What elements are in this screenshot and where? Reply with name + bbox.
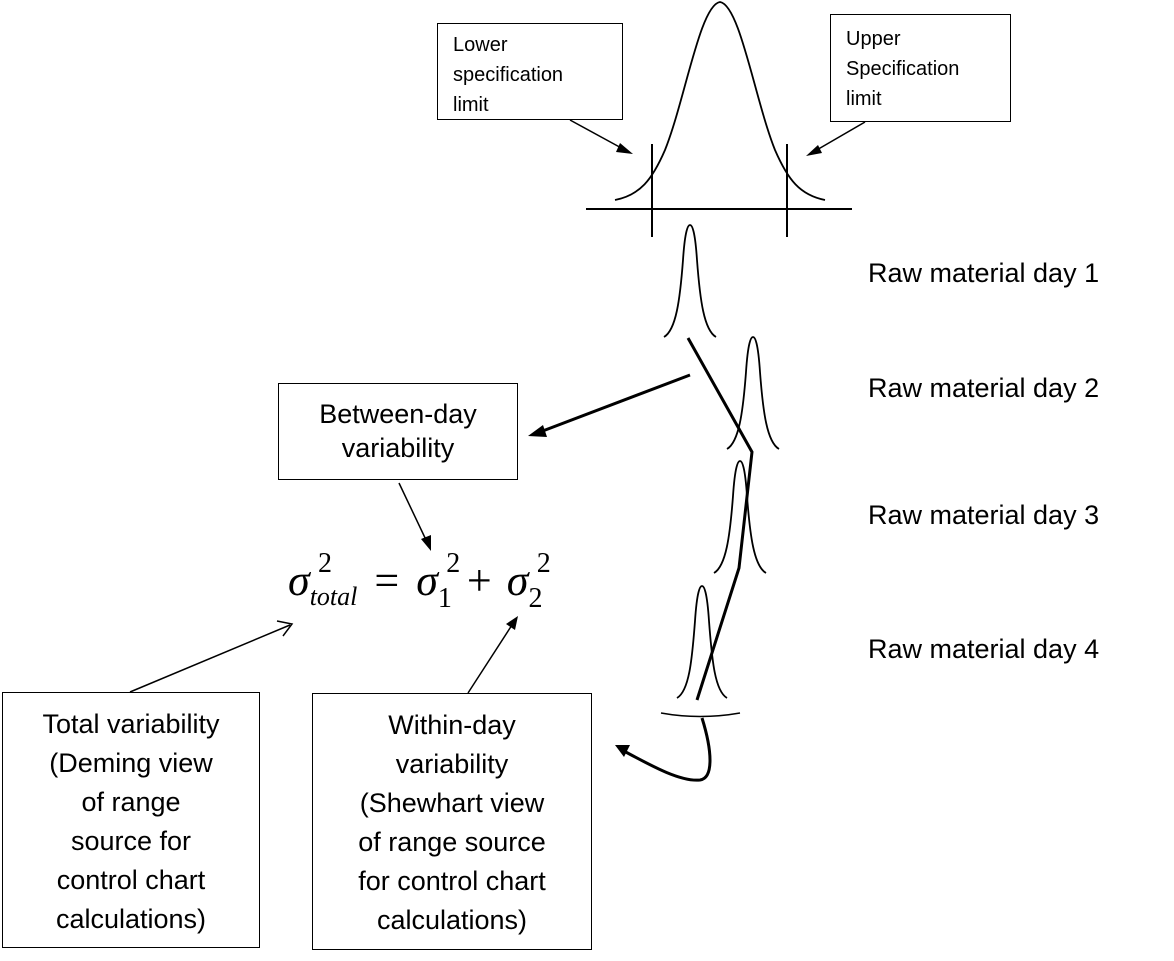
between-to-equation-arrow — [398, 482, 428, 543]
equals-sign: = — [374, 556, 400, 605]
between-day-variability-box: Between-day variability — [278, 383, 518, 480]
sigma-2-symbol: σ — [506, 556, 529, 605]
total-line-1: Total variability — [42, 709, 220, 739]
upper-spec-limit-box: Upper Specification limit — [830, 14, 1011, 122]
within-line-5: for control chart — [358, 866, 546, 896]
upper-spec-arrow — [814, 121, 866, 152]
sigma-1-subscript: 1 — [437, 583, 452, 614]
day-label-2: Raw material day 2 — [868, 373, 1100, 403]
total-line-4: source for — [70, 826, 192, 856]
within-line-1: Within-day — [388, 710, 516, 740]
upper-spec-arrowhead — [806, 145, 822, 156]
plus-sign: + — [466, 556, 492, 605]
within-line-6: calculations) — [376, 905, 528, 935]
between-day-line-2: variability — [341, 433, 455, 463]
lower-spec-arrow — [569, 119, 626, 151]
within-day-variability-box: Within-day variability (Shewhart view of… — [312, 693, 592, 950]
day-label-1: Raw material day 1 — [868, 258, 1100, 288]
total-line-3: of range — [81, 787, 181, 817]
within-line-3: (Shewhart view — [359, 788, 545, 818]
sigma-total-symbol: σ — [288, 556, 310, 605]
upper-spec-line-1: Upper — [846, 28, 901, 50]
total-line-2: (Deming view — [49, 748, 213, 778]
day4-distribution-curve — [676, 585, 728, 699]
lower-spec-limit-box: Lower specification limit — [437, 23, 623, 120]
total-to-equation-arrow — [129, 624, 291, 693]
bottom-arc — [660, 712, 741, 718]
between-to-equation-arrowhead — [421, 535, 431, 551]
day3-distribution-curve — [713, 460, 767, 574]
within-to-equation-arrow — [467, 624, 513, 694]
lower-spec-line-2: specification — [453, 64, 564, 86]
sigma-1-symbol: σ — [416, 556, 438, 605]
overall-distribution-curve — [614, 1, 826, 201]
sigma-1-superscript: 2 — [446, 548, 461, 579]
within-line-4: of range source — [358, 827, 546, 857]
between-day-arrowhead — [528, 425, 547, 437]
lower-spec-line-1: Lower — [453, 34, 508, 56]
lower-spec-line-3: limit — [453, 94, 489, 116]
total-variability-box: Total variability (Deming view of range … — [2, 692, 260, 948]
between-day-arrow — [539, 373, 691, 434]
total-line-6: calculations) — [55, 904, 207, 934]
lower-spec-arrowhead — [616, 143, 633, 154]
day-means-path — [686, 337, 754, 701]
within-line-2: variability — [395, 749, 509, 779]
sigma-2-superscript: 2 — [536, 548, 551, 579]
within-day-curved-arrowhead — [615, 745, 630, 757]
total-to-equation-arrowhead — [276, 620, 294, 637]
between-day-line-1: Between-day — [319, 399, 477, 429]
total-line-5: control chart — [56, 865, 206, 895]
upper-spec-line-2: Specification — [846, 58, 960, 80]
day-label-4: Raw material day 4 — [868, 634, 1100, 664]
day-label-3: Raw material day 3 — [868, 500, 1100, 530]
upper-spec-line-3: limit — [846, 88, 882, 110]
sigma-2-subscript: 2 — [528, 583, 543, 614]
sigma-total-subscript: total — [309, 582, 358, 611]
sigma-total-superscript: 2 — [318, 548, 332, 579]
day1-distribution-curve — [663, 224, 717, 338]
within-to-equation-arrowhead — [506, 616, 518, 630]
within-day-curved-arrow — [621, 717, 712, 782]
day2-distribution-curve — [726, 336, 780, 450]
